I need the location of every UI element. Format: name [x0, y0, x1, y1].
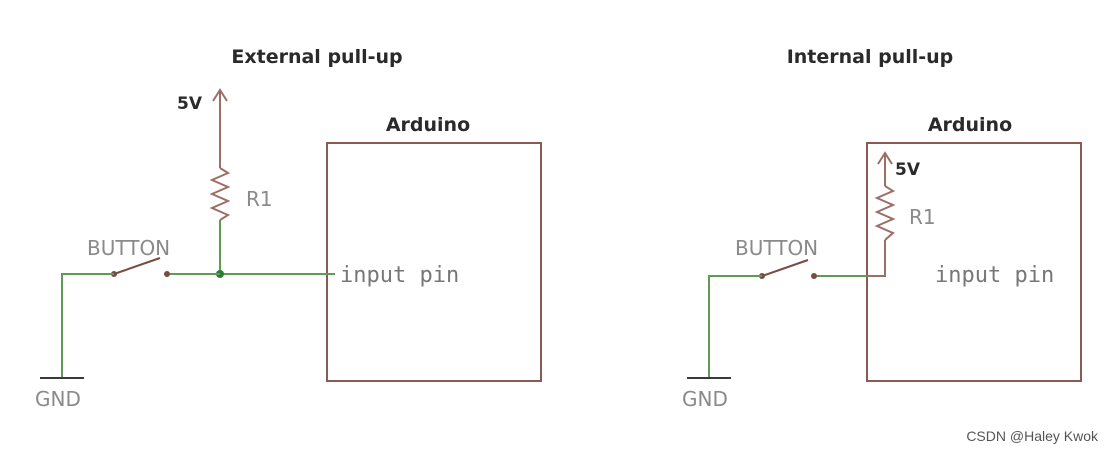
arduino-label: Arduino [928, 114, 1012, 136]
supply-arrow-icon [877, 151, 893, 186]
ground-wire [61, 273, 114, 378]
resistor-label: R1 [246, 187, 273, 211]
supply-arrow-icon [212, 88, 228, 168]
ground-label: GND [682, 387, 728, 411]
button-switch-icon [759, 259, 817, 279]
input-pin-label: input pin [935, 263, 1054, 288]
supply-label: 5V [895, 160, 921, 180]
ground-wire [708, 275, 762, 378]
ground-label: GND [35, 387, 81, 411]
watermark: CSDN @Haley Kwok [966, 428, 1099, 444]
resistor-label: R1 [909, 205, 936, 229]
input-pin-label: input pin [340, 263, 459, 288]
supply-label: 5V [177, 94, 203, 114]
button-label: BUTTON [735, 236, 818, 260]
internal-pullup-circuit: Internal pull-up Arduino 5V R1 BUTTON GN… [682, 46, 1082, 411]
arduino-box [866, 142, 1082, 382]
button-label: BUTTON [87, 236, 170, 260]
internal-wire [867, 240, 886, 277]
external-title: External pull-up [231, 46, 402, 68]
resistor-icon [209, 167, 231, 221]
button-switch-icon [111, 257, 170, 277]
arduino-box [326, 142, 542, 382]
resistor-icon [874, 185, 896, 241]
internal-title: Internal pull-up [787, 46, 954, 68]
arduino-label: Arduino [386, 114, 470, 136]
external-pullup-circuit: External pull-up Arduino 5V R1 BUTTON [35, 46, 542, 411]
